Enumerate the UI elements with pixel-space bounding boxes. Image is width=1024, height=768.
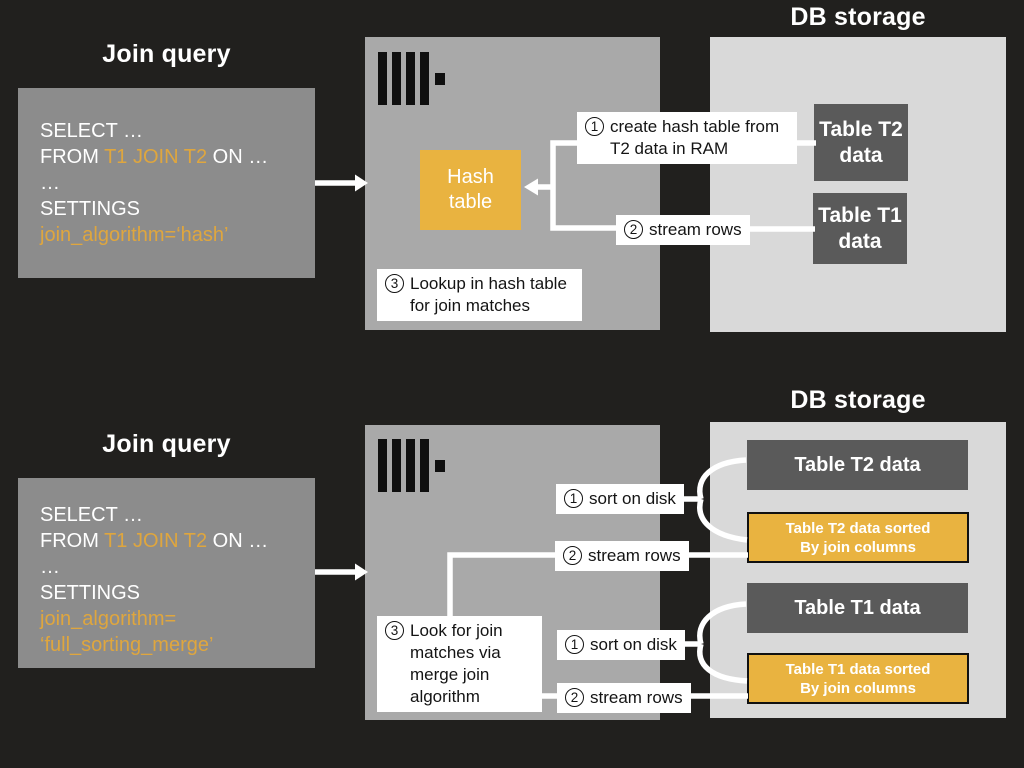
table-label: Table T2 data sorted (785, 519, 931, 537)
step-text: stream rows (588, 546, 681, 565)
table-t2-data-box: Table T2 data (814, 104, 908, 181)
table-label: data (839, 143, 883, 167)
arrowhead-icon (355, 563, 368, 581)
sql-accent-text: ‘full_sorting_merge’ (40, 634, 214, 656)
hash-join-db-storage-title: DB storage (790, 3, 926, 31)
server-icon (378, 439, 448, 493)
table-label: By join columns (800, 679, 916, 697)
step-text: stream rows (590, 688, 683, 707)
line-stream1-to-step3 (447, 552, 562, 620)
sql-text: FROM (40, 146, 105, 168)
table-label: Table T2 (819, 117, 903, 141)
sql-accent-text: join_algorithm=‘hash’ (40, 224, 229, 246)
step-text: Lookup in hash table for join matches (410, 274, 567, 315)
table-label: Table T1 (818, 203, 902, 227)
sql-line: join_algorithm=‘hash’ (40, 222, 315, 248)
hash-join-query-title: Join query (102, 40, 231, 68)
step-number-circle: 3 (385, 621, 404, 640)
step-number-circle: 1 (585, 117, 604, 136)
table-label: data (838, 229, 882, 253)
merge-stream1-label: 2 stream rows (555, 541, 689, 571)
merge-stream2-label: 2 stream rows (557, 683, 691, 713)
sql-line: SETTINGS (40, 580, 315, 606)
table-label: By join columns (800, 538, 916, 556)
sql-accent-text: join_algorithm= (40, 608, 177, 630)
curve-sort2-to-t1-sorted (697, 643, 748, 684)
step-number-circle: 1 (564, 489, 583, 508)
merge-join-query-box: SELECT … FROM T1 JOIN T2 ON … … SETTINGS… (18, 478, 315, 668)
step-number-circle: 2 (563, 546, 582, 565)
table-t2-sorted-box: Table T2 data sorted By join columns (747, 512, 969, 563)
table-t1-data-box: Table T1 data (747, 583, 968, 633)
sql-line: FROM T1 JOIN T2 ON … (40, 144, 315, 170)
table-t1-sorted-box: Table T1 data sorted By join columns (747, 653, 969, 704)
sql-text: … (40, 556, 60, 578)
step-text: sort on disk (590, 635, 677, 654)
server-icon (378, 52, 448, 106)
sql-text: ON … (207, 146, 269, 168)
table-label: Table T2 data (794, 453, 921, 476)
step-text: create hash table from T2 data in RAM (610, 117, 780, 158)
sql-line: SELECT … (40, 502, 315, 528)
merge-join-db-storage-box: Table T2 data Table T2 data sorted By jo… (710, 422, 1006, 718)
arrowhead-icon (524, 178, 538, 196)
curve-sort1-to-t2 (697, 457, 747, 500)
merge-join-query-title: Join query (102, 430, 231, 458)
table-t2-data-box: Table T2 data (747, 440, 968, 490)
sql-text: SELECT … (40, 120, 143, 142)
sql-text: … (40, 172, 60, 194)
sql-line: SETTINGS (40, 196, 315, 222)
sql-line: … (40, 554, 315, 580)
step-text: Look for join matches via merge join alg… (410, 621, 503, 706)
hash-step3-label: 3 Lookup in hash table for join matches (377, 269, 582, 321)
hash-table-box: Hash table (420, 150, 521, 230)
table-label: Table T1 data (794, 596, 921, 619)
sql-accent-text: T1 JOIN T2 (104, 146, 208, 168)
step-text: stream rows (649, 220, 742, 239)
arrowhead-icon (355, 174, 368, 192)
sql-text: SETTINGS (40, 582, 141, 604)
merge-sort1-label: 1 sort on disk (556, 484, 684, 514)
merge-join-db-storage-title: DB storage (790, 386, 926, 414)
sql-text: SETTINGS (40, 198, 141, 220)
merge-step3-label: 3 Look for join matches via merge join a… (377, 616, 542, 712)
hash-step1-label: 1 create hash table from T2 data in RAM (577, 112, 797, 164)
sql-line: ‘full_sorting_merge’ (40, 632, 315, 658)
hash-table-label: table (448, 191, 493, 213)
hash-join-query-box: SELECT … FROM T1 JOIN T2 ON … … SETTINGS… (18, 88, 315, 278)
sql-text: ON … (207, 530, 269, 552)
sql-line: join_algorithm= (40, 606, 315, 632)
curve-sort2-to-t1 (697, 601, 747, 645)
step-text: sort on disk (589, 489, 676, 508)
hash-table-label: Hash (447, 166, 494, 188)
table-t1-data-box: Table T1 data (813, 193, 907, 264)
hash-join-db-storage-box: Table T2 data Table T1 data (710, 37, 1006, 332)
merge-sort2-label: 1 sort on disk (557, 630, 685, 660)
step-number-circle: 3 (385, 274, 404, 293)
sql-line: … (40, 170, 315, 196)
curve-sort1-to-t2-sorted (697, 498, 748, 543)
sql-accent-text: T1 JOIN T2 (104, 530, 208, 552)
hash-step2-label: 2 stream rows (616, 215, 750, 245)
step-number-circle: 2 (624, 220, 643, 239)
step-number-circle: 2 (565, 688, 584, 707)
sql-text: FROM (40, 530, 105, 552)
sql-text: SELECT … (40, 504, 143, 526)
sql-line: FROM T1 JOIN T2 ON … (40, 528, 315, 554)
step-number-circle: 1 (565, 635, 584, 654)
sql-line: SELECT … (40, 118, 315, 144)
table-label: Table T1 data sorted (785, 660, 931, 678)
